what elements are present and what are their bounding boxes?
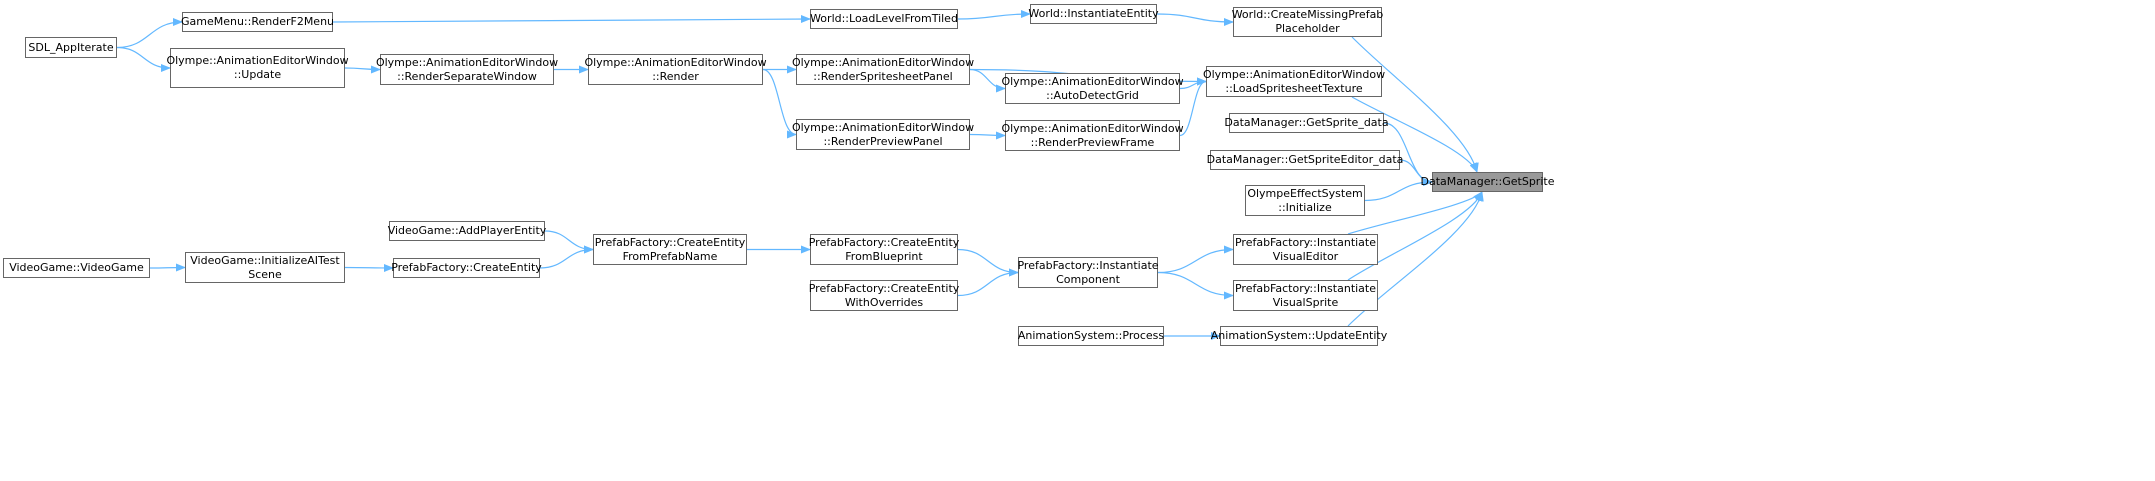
node-label: Olympe::AnimationEditorWindow xyxy=(791,120,975,134)
node-label: PrefabFactory::Instantiate xyxy=(1017,258,1159,272)
graph-node-ce[interactable]: PrefabFactory::CreateEntity xyxy=(391,258,542,278)
graph-node-sdl[interactable]: SDL_AppIterate xyxy=(25,37,117,58)
edge-ic-to-ivs xyxy=(1157,271,1234,300)
node-label: PrefabFactory::Instantiate xyxy=(1234,281,1377,295)
node-label: ::RenderPreviewFrame xyxy=(1030,135,1155,149)
node-label: ::LoadSpritesheetTexture xyxy=(1225,81,1363,95)
node-label: WithOverrides xyxy=(844,295,924,309)
node-label: World::CreateMissingPrefab xyxy=(1231,8,1384,21)
graph-node-rsp[interactable]: Olympe::AnimationEditorWindow::RenderSpr… xyxy=(792,54,974,85)
node-label: ::Initialize xyxy=(1278,200,1332,214)
edge-llft-to-wie xyxy=(957,10,1031,20)
node-label: Scene xyxy=(248,267,282,281)
node-label: Olympe::AnimationEditorWindow xyxy=(1001,121,1184,135)
graph-node-aue[interactable]: AnimationSystem::UpdateEntity xyxy=(1211,326,1387,346)
node-label: VideoGame::VideoGame xyxy=(9,261,144,274)
node-label: ::Update xyxy=(233,68,282,81)
edge-cmp-to-gs xyxy=(1351,36,1479,173)
node-label: GameMenu::RenderF2Menu xyxy=(180,15,335,28)
edge-upd-to-rsw xyxy=(344,65,381,74)
edge-rnd-to-rpp xyxy=(762,68,797,139)
edge-ic-to-ive xyxy=(1157,245,1234,274)
node-label: Olympe::AnimationEditorWindow xyxy=(584,55,767,69)
node-label: PrefabFactory::CreateEntity xyxy=(391,261,542,274)
graph-node-wie[interactable]: World::InstantiateEntity xyxy=(1028,4,1159,24)
node-label: VisualSprite xyxy=(1272,295,1339,309)
graph-node-adg[interactable]: Olympe::AnimationEditorWindow::AutoDetec… xyxy=(1001,73,1184,104)
node-label: ::RenderSeparateWindow xyxy=(397,69,537,83)
edge-sdl-to-f2 xyxy=(116,18,183,49)
graph-node-upd[interactable]: Olympe::AnimationEditorWindow::Update xyxy=(166,48,349,88)
graph-node-rnd[interactable]: Olympe::AnimationEditorWindow::Render xyxy=(584,54,767,85)
edge-ce-to-cefp xyxy=(539,245,594,269)
graph-node-ape[interactable]: VideoGame::AddPlayerEntity xyxy=(387,221,547,241)
node-label: AnimationSystem::UpdateEntity xyxy=(1210,329,1388,342)
graph-node-rsw[interactable]: Olympe::AnimationEditorWindow::RenderSep… xyxy=(376,54,558,85)
graph-node-gsed[interactable]: DataManager::GetSpriteEditor_data xyxy=(1207,150,1403,170)
node-label: VisualEditor xyxy=(1272,249,1339,263)
edge-cewo-to-ic xyxy=(957,268,1019,297)
node-label: PrefabFactory::CreateEntity xyxy=(808,235,960,249)
edge-vg-to-iai xyxy=(149,263,186,272)
node-label: Olympe::AnimationEditorWindow xyxy=(1001,74,1184,88)
node-label: FromPrefabName xyxy=(622,249,718,263)
node-label: Placeholder xyxy=(1275,22,1340,35)
graph-node-vg[interactable]: VideoGame::VideoGame xyxy=(3,258,150,278)
graph-node-f2[interactable]: GameMenu::RenderF2Menu xyxy=(180,12,335,32)
node-label: Olympe::AnimationEditorWindow xyxy=(166,54,349,67)
edge-ape-to-cefp xyxy=(544,230,594,254)
node-label: DataManager::GetSprite xyxy=(1420,175,1555,188)
edge-lst-to-gs xyxy=(1351,96,1478,173)
node-label: ::RenderSpritesheetPanel xyxy=(813,69,953,83)
edge-cefb-to-ic xyxy=(957,248,1019,277)
graph-node-lst[interactable]: Olympe::AnimationEditorWindow::LoadSprit… xyxy=(1202,66,1386,97)
edge-rpf-to-lst xyxy=(1179,77,1207,137)
node-label: SDL_AppIterate xyxy=(28,40,114,54)
edge-oes-to-gs xyxy=(1364,178,1433,202)
node-label: VideoGame::InitializeAITest xyxy=(190,253,340,267)
node-label: World::InstantiateEntity xyxy=(1028,7,1159,20)
edge-iai-to-ce xyxy=(344,263,394,272)
graph-node-ap[interactable]: AnimationSystem::Process xyxy=(1018,326,1164,346)
edge-wie-to-cmp xyxy=(1156,13,1234,26)
node-label: DataManager::GetSpriteEditor_data xyxy=(1206,153,1404,166)
node-label: Component xyxy=(1056,272,1120,286)
graph-node-llft[interactable]: World::LoadLevelFromTiled xyxy=(810,9,958,29)
node-label: OlympeEffectSystem xyxy=(1247,186,1363,200)
graph-node-oes[interactable]: OlympeEffectSystem::Initialize xyxy=(1245,185,1365,216)
node-label: PrefabFactory::CreateEntity xyxy=(594,235,746,249)
graph-node-rpf[interactable]: Olympe::AnimationEditorWindow::RenderPre… xyxy=(1001,120,1184,151)
focus-node-gs[interactable]: DataManager::GetSprite xyxy=(1421,172,1554,192)
node-label: PrefabFactory::CreateEntity xyxy=(808,281,960,295)
node-label: World::LoadLevelFromTiled xyxy=(810,12,958,25)
edge-ivs-to-gs xyxy=(1347,191,1483,281)
node-label: ::RenderPreviewPanel xyxy=(823,134,943,148)
node-label: Olympe::AnimationEditorWindow xyxy=(791,55,975,69)
node-label: ::AutoDetectGrid xyxy=(1046,88,1139,102)
node-label: ::Render xyxy=(652,69,699,83)
node-label: Olympe::AnimationEditorWindow xyxy=(1202,67,1386,81)
edge-rsp-to-adg xyxy=(969,68,1006,93)
edge-sdl-to-upd xyxy=(116,46,171,72)
edge-f2-to-llft xyxy=(332,15,811,24)
node-label: AnimationSystem::Process xyxy=(1017,329,1165,342)
graph-node-rpp[interactable]: Olympe::AnimationEditorWindow::RenderPre… xyxy=(792,119,974,150)
node-label: FromBlueprint xyxy=(845,249,923,263)
node-label: DataManager::GetSprite_data xyxy=(1224,116,1389,129)
edge-rpp-to-rpf xyxy=(969,131,1006,140)
node-label: PrefabFactory::Instantiate xyxy=(1234,235,1377,249)
graph-node-gsd[interactable]: DataManager::GetSprite_data xyxy=(1224,113,1389,133)
node-label: Olympe::AnimationEditorWindow xyxy=(375,55,559,69)
node-label: VideoGame::AddPlayerEntity xyxy=(387,224,547,237)
